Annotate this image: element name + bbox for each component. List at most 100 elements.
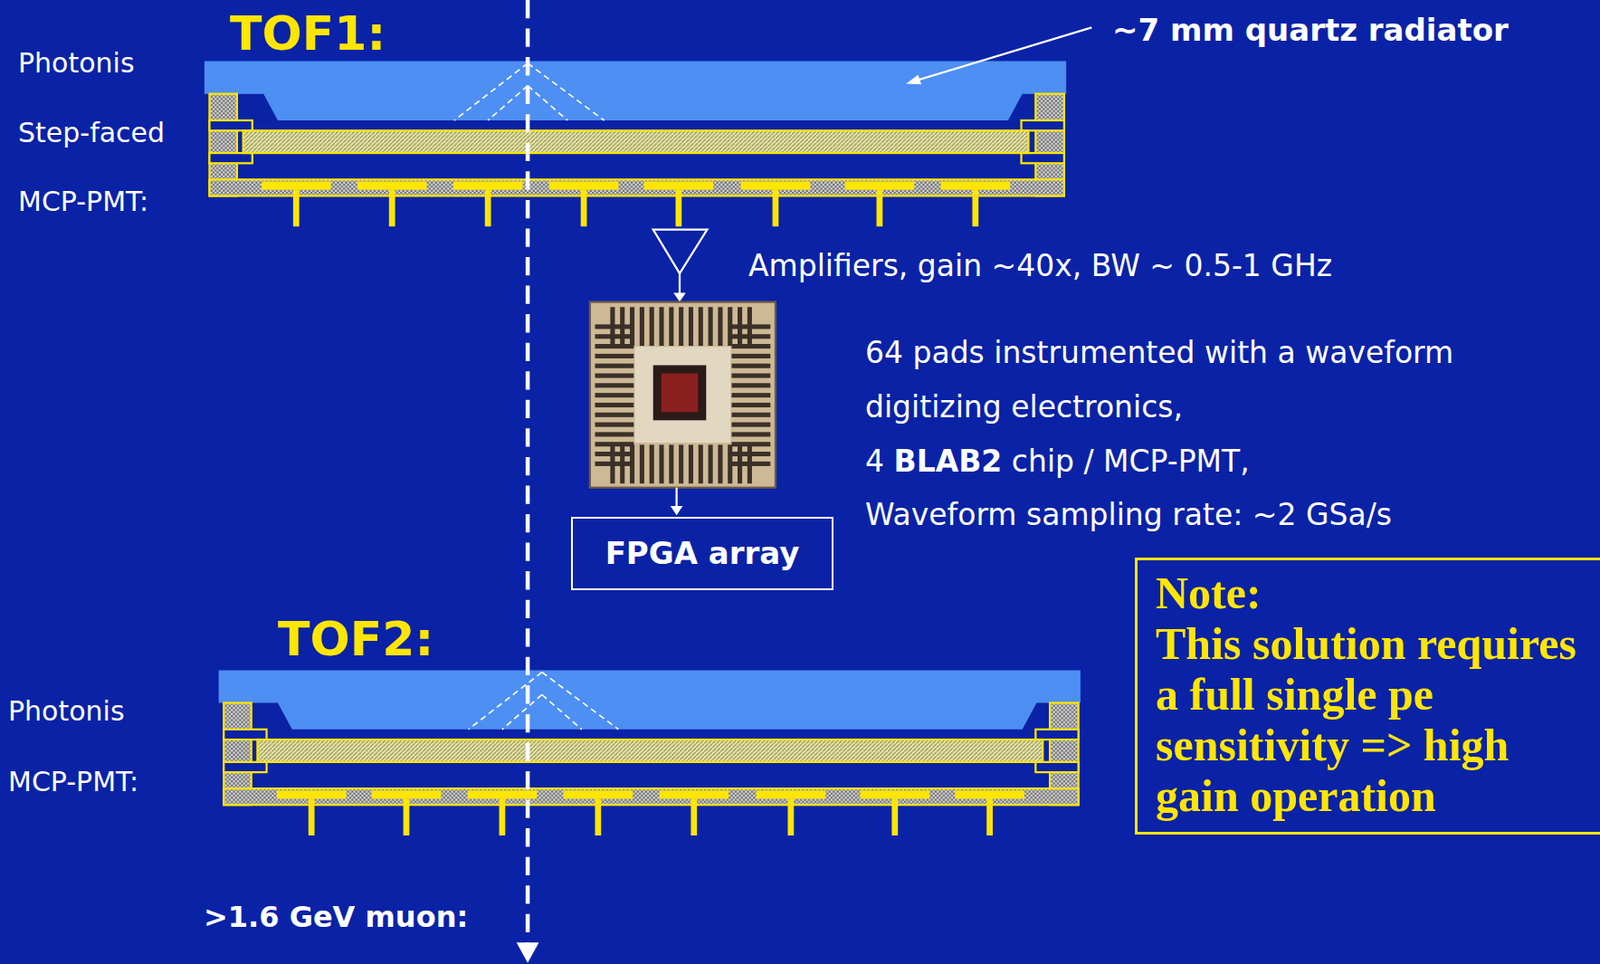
fpga-box: FPGA array [571, 516, 834, 591]
anode-pad [276, 790, 347, 799]
anode-pad [357, 181, 428, 191]
chip-lead [594, 343, 634, 349]
pad-pin [293, 190, 300, 228]
chip-lead [594, 323, 634, 329]
pad-pin [389, 190, 396, 228]
anode-plate [209, 179, 1064, 196]
part-label: ~7 mm quartz radiator [1112, 11, 1509, 49]
chip-lead [668, 306, 674, 346]
pad-pin [986, 798, 993, 836]
chip-lead [688, 444, 694, 484]
chip-lead [649, 444, 655, 484]
node-heading: Note: [1155, 567, 1581, 619]
chip-lead [594, 382, 634, 388]
cherenkov-ray [454, 63, 528, 121]
tof-detector [204, 61, 1067, 228]
cherenkov-ray [487, 85, 528, 121]
spacer-tab [209, 120, 252, 131]
chip-die [653, 364, 707, 420]
chip-lead [678, 444, 684, 484]
muon-track [525, 0, 531, 945]
heading-label: TOF1: [229, 5, 386, 62]
chip-lead [731, 412, 771, 418]
pad-pin [580, 190, 588, 228]
pad-pin [772, 190, 780, 228]
spacer-tab [223, 761, 267, 772]
chip-lead [731, 382, 771, 388]
spacer-tab [209, 152, 252, 163]
tof-detector [219, 669, 1081, 836]
leader-arrowhead [905, 74, 922, 85]
cherenkov-ray [542, 672, 620, 730]
anode-pad [563, 790, 634, 799]
quartz-radiator [219, 669, 1081, 729]
chip-die-core [661, 372, 699, 412]
chip-lead [594, 422, 634, 428]
mcp-stack [243, 130, 1029, 153]
chip-lead [594, 333, 634, 339]
chip-lead [688, 306, 694, 346]
anode-pad [941, 181, 1011, 191]
chip-lead [708, 444, 714, 484]
chip-lead [649, 306, 655, 346]
chip-leads [594, 306, 771, 484]
data-arrowhead [670, 505, 684, 515]
particle-label: >1.6 GeV muon: [203, 899, 468, 934]
chip-lead [658, 306, 664, 346]
chip-lead [737, 306, 743, 346]
chip-lead [678, 306, 684, 346]
chip-lead [658, 444, 664, 484]
pad-pin [594, 798, 601, 836]
part-label: Photonis [8, 695, 125, 728]
part-label: MCP-PMT: [18, 185, 149, 219]
anode-pad [453, 181, 524, 191]
chip-lead [594, 441, 634, 447]
chip-lead [731, 353, 771, 359]
pad-pin [403, 798, 410, 836]
chip-lead [698, 306, 704, 346]
chip-lead [747, 306, 753, 346]
spec-label: digitizing electronics, [865, 389, 1183, 426]
part-label: Step-faced [18, 116, 165, 150]
chip-lead [731, 461, 771, 467]
cherenkov-ray [527, 63, 605, 121]
spacer-tab [1021, 152, 1065, 163]
chip-cavity [634, 346, 731, 443]
anode-pad [644, 181, 715, 191]
chip-lead [731, 372, 771, 378]
cherenkov-ray [542, 694, 582, 729]
pad-pin [690, 798, 697, 836]
chip-lead [731, 392, 771, 398]
spec-label: Amplifiers, gain ~40x, BW ~ 0.5-1 GHz [748, 247, 1333, 285]
pad-pin [485, 190, 492, 228]
blab2-chip [590, 302, 776, 488]
chip-lead [619, 306, 625, 346]
chip-lead [731, 422, 771, 428]
chip-lead [594, 392, 634, 398]
signal-arrowhead [673, 292, 686, 302]
chip-lead [594, 431, 634, 437]
chip-lead [731, 431, 771, 437]
chip-lead [708, 306, 714, 346]
pad-pin [308, 798, 315, 836]
bold-word: TOF1 [229, 6, 367, 61]
heading-label: TOF2: [277, 610, 434, 667]
chip-lead [594, 412, 634, 418]
cherenkov-ray [468, 672, 543, 730]
bold-word: TOF2 [277, 611, 415, 667]
anode-pad [467, 790, 538, 799]
muon-arrowhead [516, 942, 540, 963]
spacer-tab [223, 729, 267, 740]
part-label: Photonis [18, 47, 135, 80]
chip-package [590, 302, 776, 488]
pad-pin [499, 798, 506, 836]
chip-lead [668, 444, 674, 484]
quartz-radiator [204, 61, 1067, 121]
chip-lead [594, 363, 634, 369]
chip-lead [594, 353, 634, 359]
anode-pad [261, 181, 332, 191]
spec-label: Waveform sampling rate: ~2 GSa/s [865, 496, 1392, 534]
anode-pad [549, 181, 620, 191]
spacer-tab [1035, 729, 1078, 740]
